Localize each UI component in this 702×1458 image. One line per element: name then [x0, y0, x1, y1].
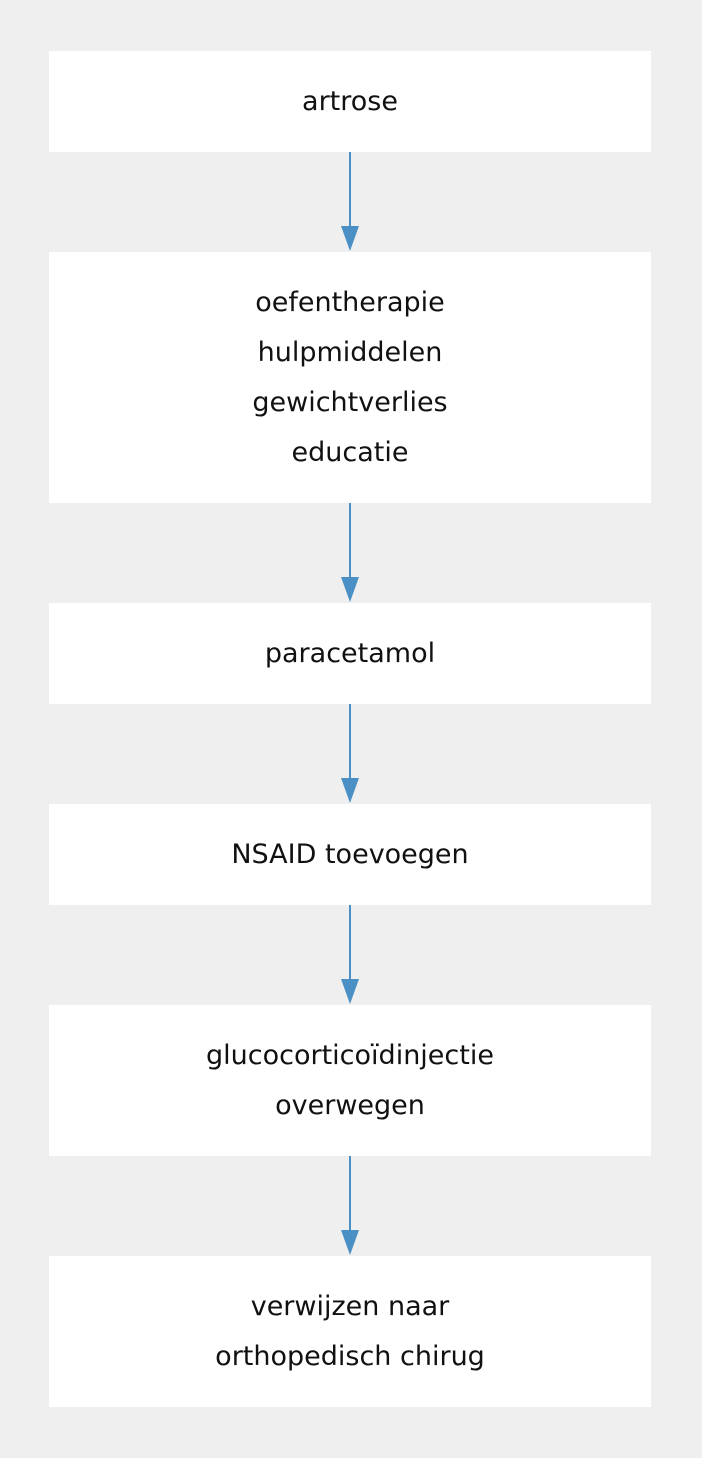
step-text: verwijzen naar: [250, 1290, 450, 1322]
step-box-referral: verwijzen naar orthopedisch chirug: [49, 1256, 651, 1407]
flow-arrow-5: [341, 1156, 359, 1255]
flow-arrow-2: [341, 503, 359, 602]
step-text: gewichtverlies: [252, 386, 448, 418]
step-text: NSAID toevoegen: [231, 838, 469, 870]
step-text: glucocorticoïdinjectie: [206, 1039, 494, 1071]
step-text: artrose: [302, 85, 398, 117]
step-box-injection: glucocorticoïdinjectie overwegen: [49, 1005, 651, 1156]
step-box-paracetamol: paracetamol: [49, 603, 651, 704]
flow-arrow-4: [341, 905, 359, 1004]
flow-arrow-3: [341, 704, 359, 803]
step-text: paracetamol: [264, 637, 436, 669]
step-text: hulpmiddelen: [257, 336, 443, 368]
step-text: oefentherapie: [255, 286, 445, 318]
step-box-artrose: artrose: [49, 51, 651, 152]
step-text: overwegen: [275, 1089, 425, 1121]
step-text: orthopedisch chirug: [215, 1340, 485, 1372]
step-box-non-drug: oefentherapie hulpmiddelen gewichtverlie…: [49, 252, 651, 503]
step-text: educatie: [291, 436, 409, 468]
step-box-nsaid: NSAID toevoegen: [49, 804, 651, 905]
flow-arrow-1: [341, 152, 359, 251]
